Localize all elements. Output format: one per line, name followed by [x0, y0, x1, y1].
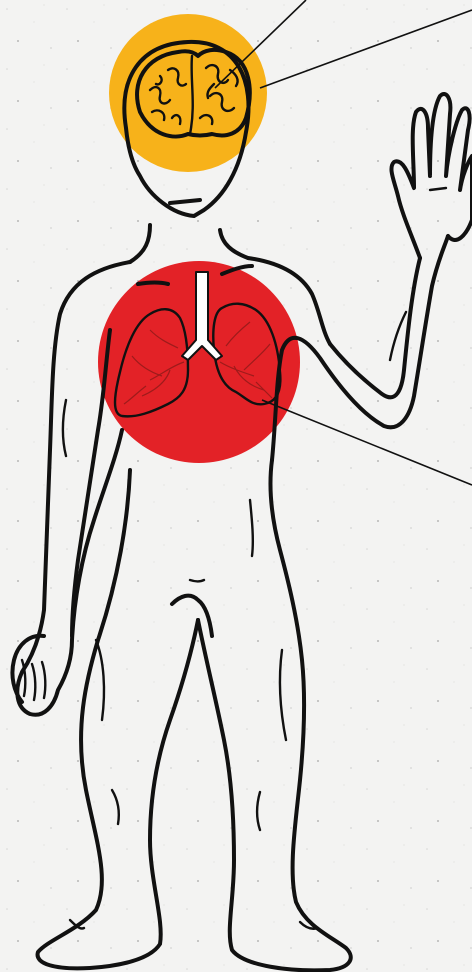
hip-mark: [190, 580, 204, 582]
left-collarbone: [138, 283, 168, 285]
